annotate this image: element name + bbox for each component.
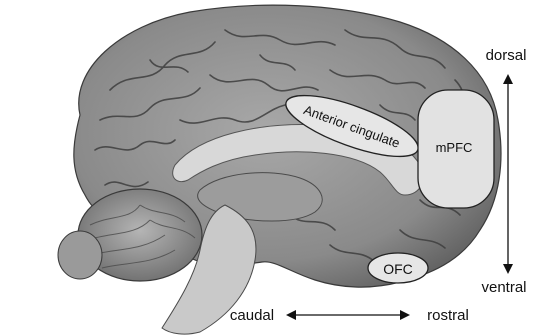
arrow-down-icon [503,264,513,274]
arrow-left-icon [286,310,296,320]
region-ofc: OFC [368,253,428,283]
rostral-label: rostral [427,307,469,324]
ofc-label: OFC [383,261,413,277]
mpfc-label: mPFC [436,140,473,155]
caudal-label: caudal [230,307,274,324]
arrow-up-icon [503,74,513,84]
cerebellum [58,189,202,281]
caudal-rostral-axis: caudal rostral [230,307,469,324]
ventral-label: ventral [481,279,526,296]
dorsal-label: dorsal [486,47,527,64]
region-mpfc: mPFC [418,90,494,208]
arrow-right-icon [400,310,410,320]
